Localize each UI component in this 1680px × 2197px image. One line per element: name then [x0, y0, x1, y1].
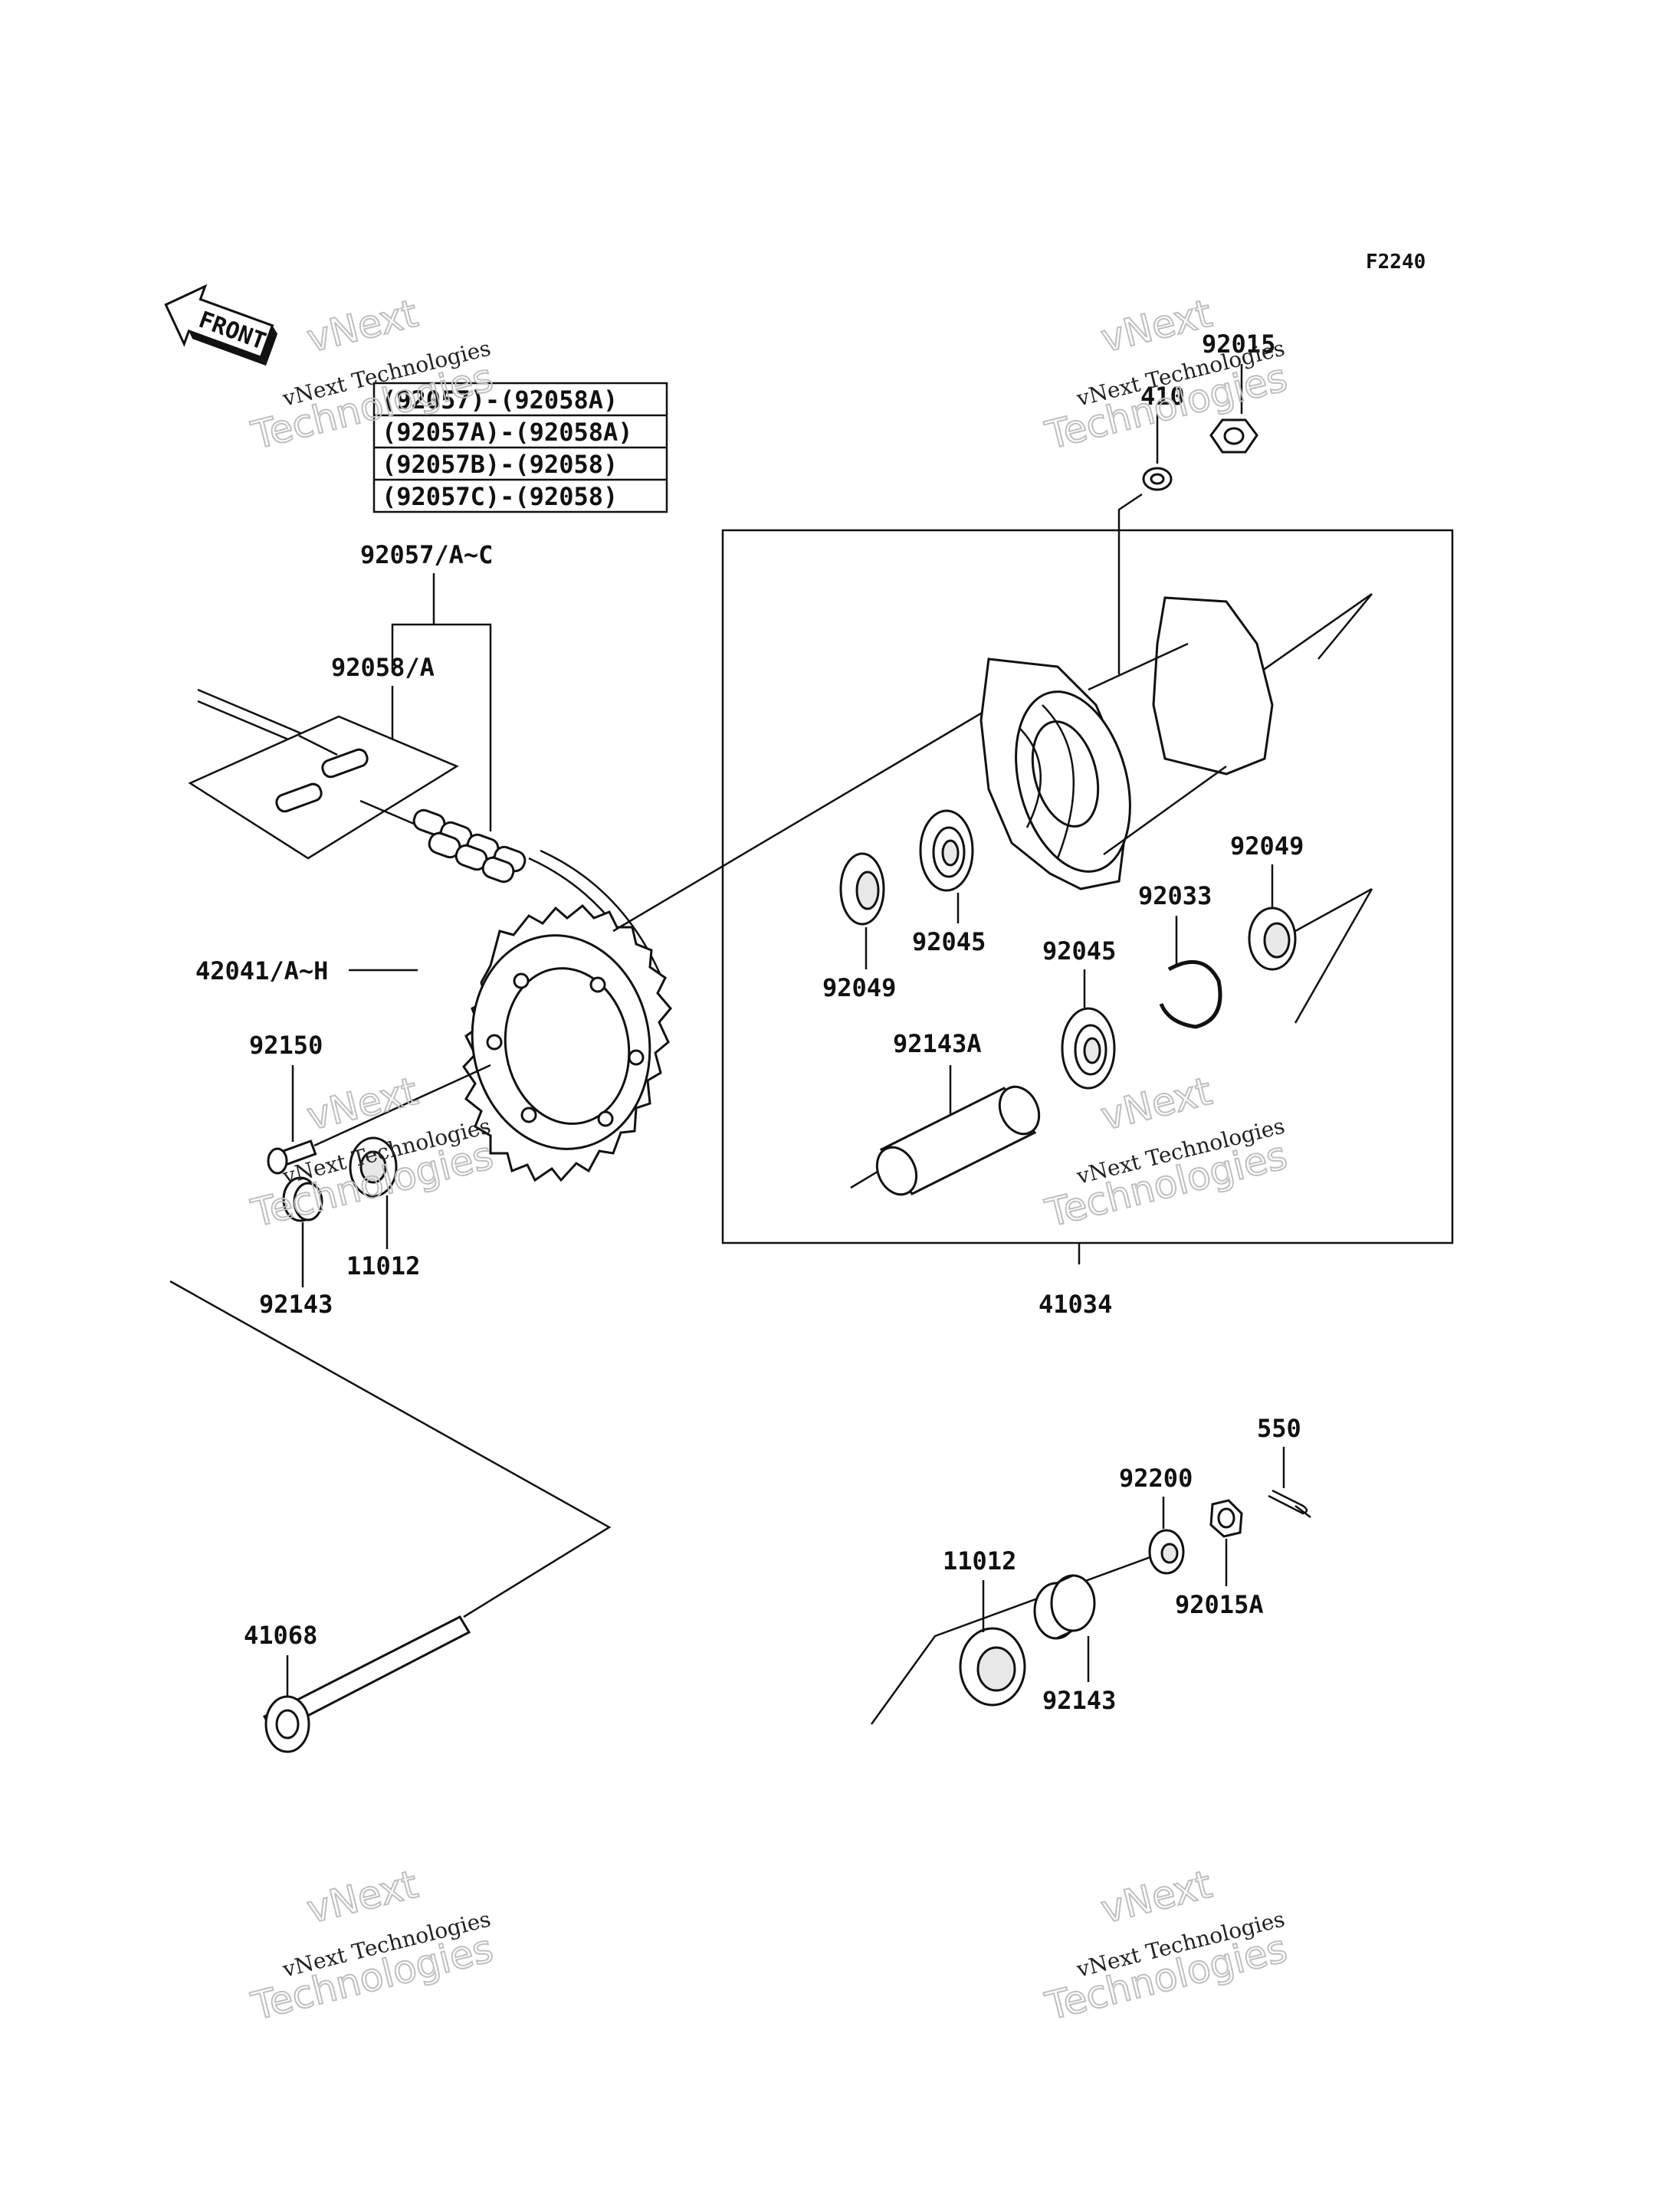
label-axle: 41068 [244, 1621, 317, 1650]
front-arrow-icon: FRONT [164, 284, 278, 366]
circlip [1159, 959, 1222, 1029]
spacer [850, 1085, 1041, 1196]
label-master-link: 92058/A [331, 653, 435, 682]
label-axle-nut: 92015A [1175, 1590, 1264, 1619]
label-spacer: 92143A [893, 1029, 982, 1058]
rear-sprocket [462, 903, 672, 1182]
svg-text:vNext: vNext [1097, 1862, 1216, 1933]
cotter-pin [1268, 1489, 1311, 1518]
label-chain: 92057/A~C [360, 540, 493, 569]
figure-code: F2240 [1366, 251, 1426, 274]
chain-combination-table: (92057)-(92058A) (92057A)-(92058A) (9205… [372, 382, 668, 513]
seal-left-inner [839, 852, 885, 926]
table-row: (92057)-(92058A) [382, 385, 618, 415]
svg-text:vNext: vNext [1097, 1069, 1216, 1139]
right-collar [1033, 1574, 1096, 1640]
label-left-collar: 92143 [259, 1290, 333, 1319]
left-collar [282, 1176, 323, 1222]
label-left-seal: 11012 [346, 1251, 420, 1280]
svg-text:vNext: vNext [303, 1862, 422, 1933]
label-washer: 410 [1140, 382, 1185, 411]
master-link-kit [188, 715, 459, 860]
label-circlip: 92033 [1138, 881, 1212, 910]
watermark: vNext vNext Technologies Technologies [246, 1068, 498, 1237]
bearing-left [919, 809, 974, 892]
sprocket-bolt [267, 1139, 317, 1175]
rear-hub [979, 592, 1373, 890]
watermark: vNext vNext Technologies Technologies [1040, 1861, 1292, 2030]
axle-nut [1209, 1499, 1243, 1538]
svg-text:vNext: vNext [303, 291, 422, 362]
watermark: vNext vNext Technologies Technologies [1040, 290, 1292, 459]
bearing-right [1061, 1007, 1116, 1090]
left-seal [349, 1136, 398, 1198]
hub-assembly-box [721, 529, 1454, 1244]
label-hub-assembly: 41034 [1039, 1290, 1112, 1319]
label-nut: 92015 [1202, 330, 1275, 359]
label-right-seal: 11012 [943, 1546, 1016, 1576]
right-washer [1148, 1529, 1185, 1575]
watermark: vNext vNext Technologies Technologies [246, 1861, 498, 2030]
table-row: (92057A)-(92058A) [382, 418, 633, 447]
label-bearing-left: 92045 [912, 927, 986, 956]
svg-text:vNext: vNext [1097, 291, 1216, 362]
label-seal-right: 92049 [1230, 831, 1304, 861]
label-seal-left-inner: 92049 [822, 973, 896, 1002]
label-sprocket-bolt: 92150 [249, 1031, 323, 1060]
seal-right [1248, 887, 1373, 1024]
label-right-collar: 92143 [1042, 1686, 1116, 1715]
label-bearing-right: 92045 [1042, 936, 1116, 966]
table-row: (92057C)-(92058) [382, 482, 618, 511]
right-seal [959, 1627, 1026, 1707]
label-right-washer: 92200 [1119, 1464, 1193, 1493]
label-cotter-pin: 550 [1257, 1414, 1301, 1443]
label-sprocket: 42041/A~H [195, 956, 328, 985]
axle [169, 1280, 612, 1753]
table-row: (92057B)-(92058) [382, 450, 618, 479]
nut [1209, 418, 1258, 454]
watermark: vNext vNext Technologies Technologies [1040, 1068, 1292, 1237]
svg-text:vNext: vNext [303, 1069, 422, 1139]
